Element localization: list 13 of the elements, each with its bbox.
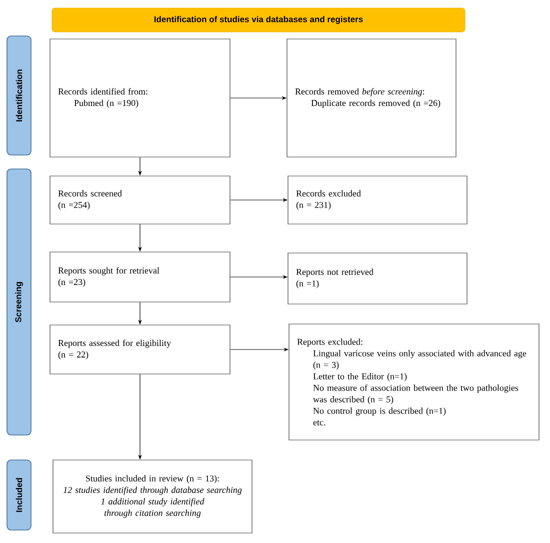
stage-label: Identification (6, 36, 32, 156)
process-box: Records removed before screening: Duplicate records removed (n =26) (286, 38, 456, 158)
process-box: Reports excluded: Lingual varicose veins only associated with advanced age (n = 3) Letter to the Editor (n=1) No measure of association between the two pathologies was described (n = 5) No control group is described (n=1) etc. (288, 324, 540, 440)
process-box: Reports assessed for eligibility (n = 22) (50, 324, 230, 374)
process-box: Records screened (n =254) (50, 176, 230, 224)
section-banner: Identification of studies via databases and registers (52, 8, 466, 32)
process-box: Reports not retrieved (n =1) (288, 252, 468, 304)
stage-label: Screening (6, 168, 32, 436)
process-box: Records excluded (n = 231) (288, 176, 468, 224)
process-box: Reports sought for retrieval (n =23) (50, 252, 230, 302)
stage-label: Included (6, 460, 32, 530)
process-box: Studies included in review (n = 13): 12 studies identified through database searching 1 additional study identified through citation searching (52, 460, 252, 534)
process-box: Records identified from: Pubmed (n =190) (50, 38, 230, 158)
